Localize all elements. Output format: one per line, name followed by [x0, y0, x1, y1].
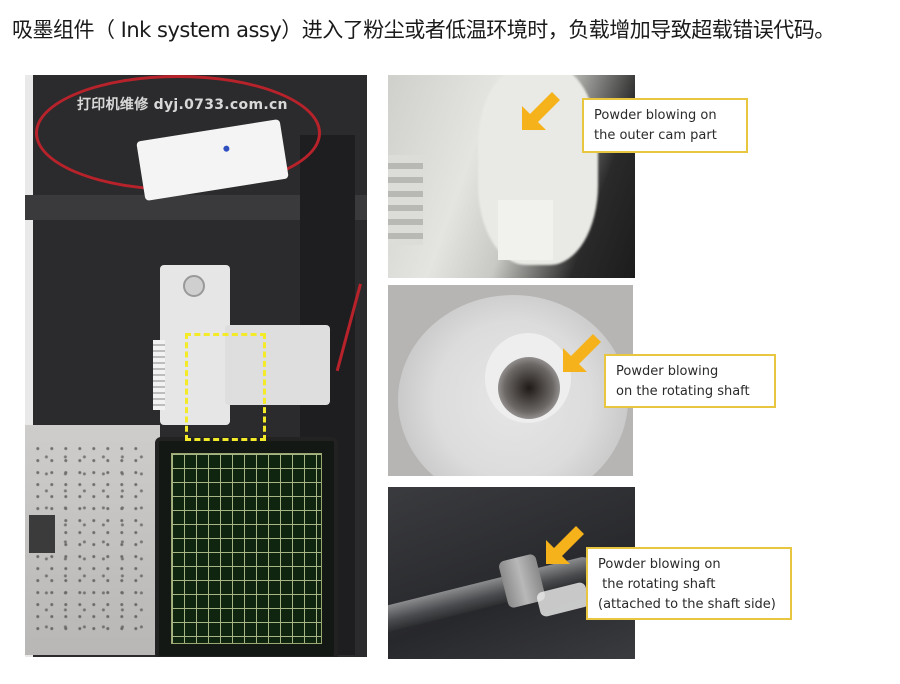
callout-line: the rotating shaft: [598, 577, 716, 592]
callout-outer-cam: Powder blowing on the outer cam part: [582, 98, 748, 153]
page-title: 吸墨组件（ Ink system assy）进入了粉尘或者低温环境时，负载增加导…: [12, 18, 835, 42]
rotating-shaft-photo: [388, 285, 633, 476]
cam-holder: [160, 265, 230, 425]
highlight-box: [185, 333, 266, 441]
callout-rotating-shaft: Powder blowing on the rotating shaft: [604, 354, 776, 408]
arrow-icon: [522, 92, 560, 130]
ink-cap: [155, 437, 338, 657]
cam-bracket: [225, 325, 330, 405]
plate-slot: [29, 515, 55, 553]
callout-line: (attached to the shaft side): [598, 597, 776, 612]
shaft-hole: [498, 357, 560, 419]
gear-teeth: [388, 155, 423, 245]
callout-line: Powder blowing on: [594, 108, 717, 123]
callout-line: on the rotating shaft: [616, 384, 750, 399]
arrow-icon: [563, 334, 601, 372]
cam-block: [498, 200, 553, 260]
watermark: 打印机维修 dyj.0733.com.cn: [77, 97, 288, 113]
gear: [153, 340, 165, 410]
printer-ink-system-photo: 打印机维修 dyj.0733.com.cn: [25, 75, 367, 657]
cap-grid: [171, 453, 322, 644]
callout-line: Powder blowing on: [598, 557, 721, 572]
printer-edge: [25, 75, 33, 657]
arrow-icon: [546, 526, 584, 564]
callout-line: the outer cam part: [594, 128, 717, 143]
callout-shaft-side: Powder blowing on the rotating shaft (at…: [586, 547, 792, 620]
callout-line: Powder blowing: [616, 364, 719, 379]
